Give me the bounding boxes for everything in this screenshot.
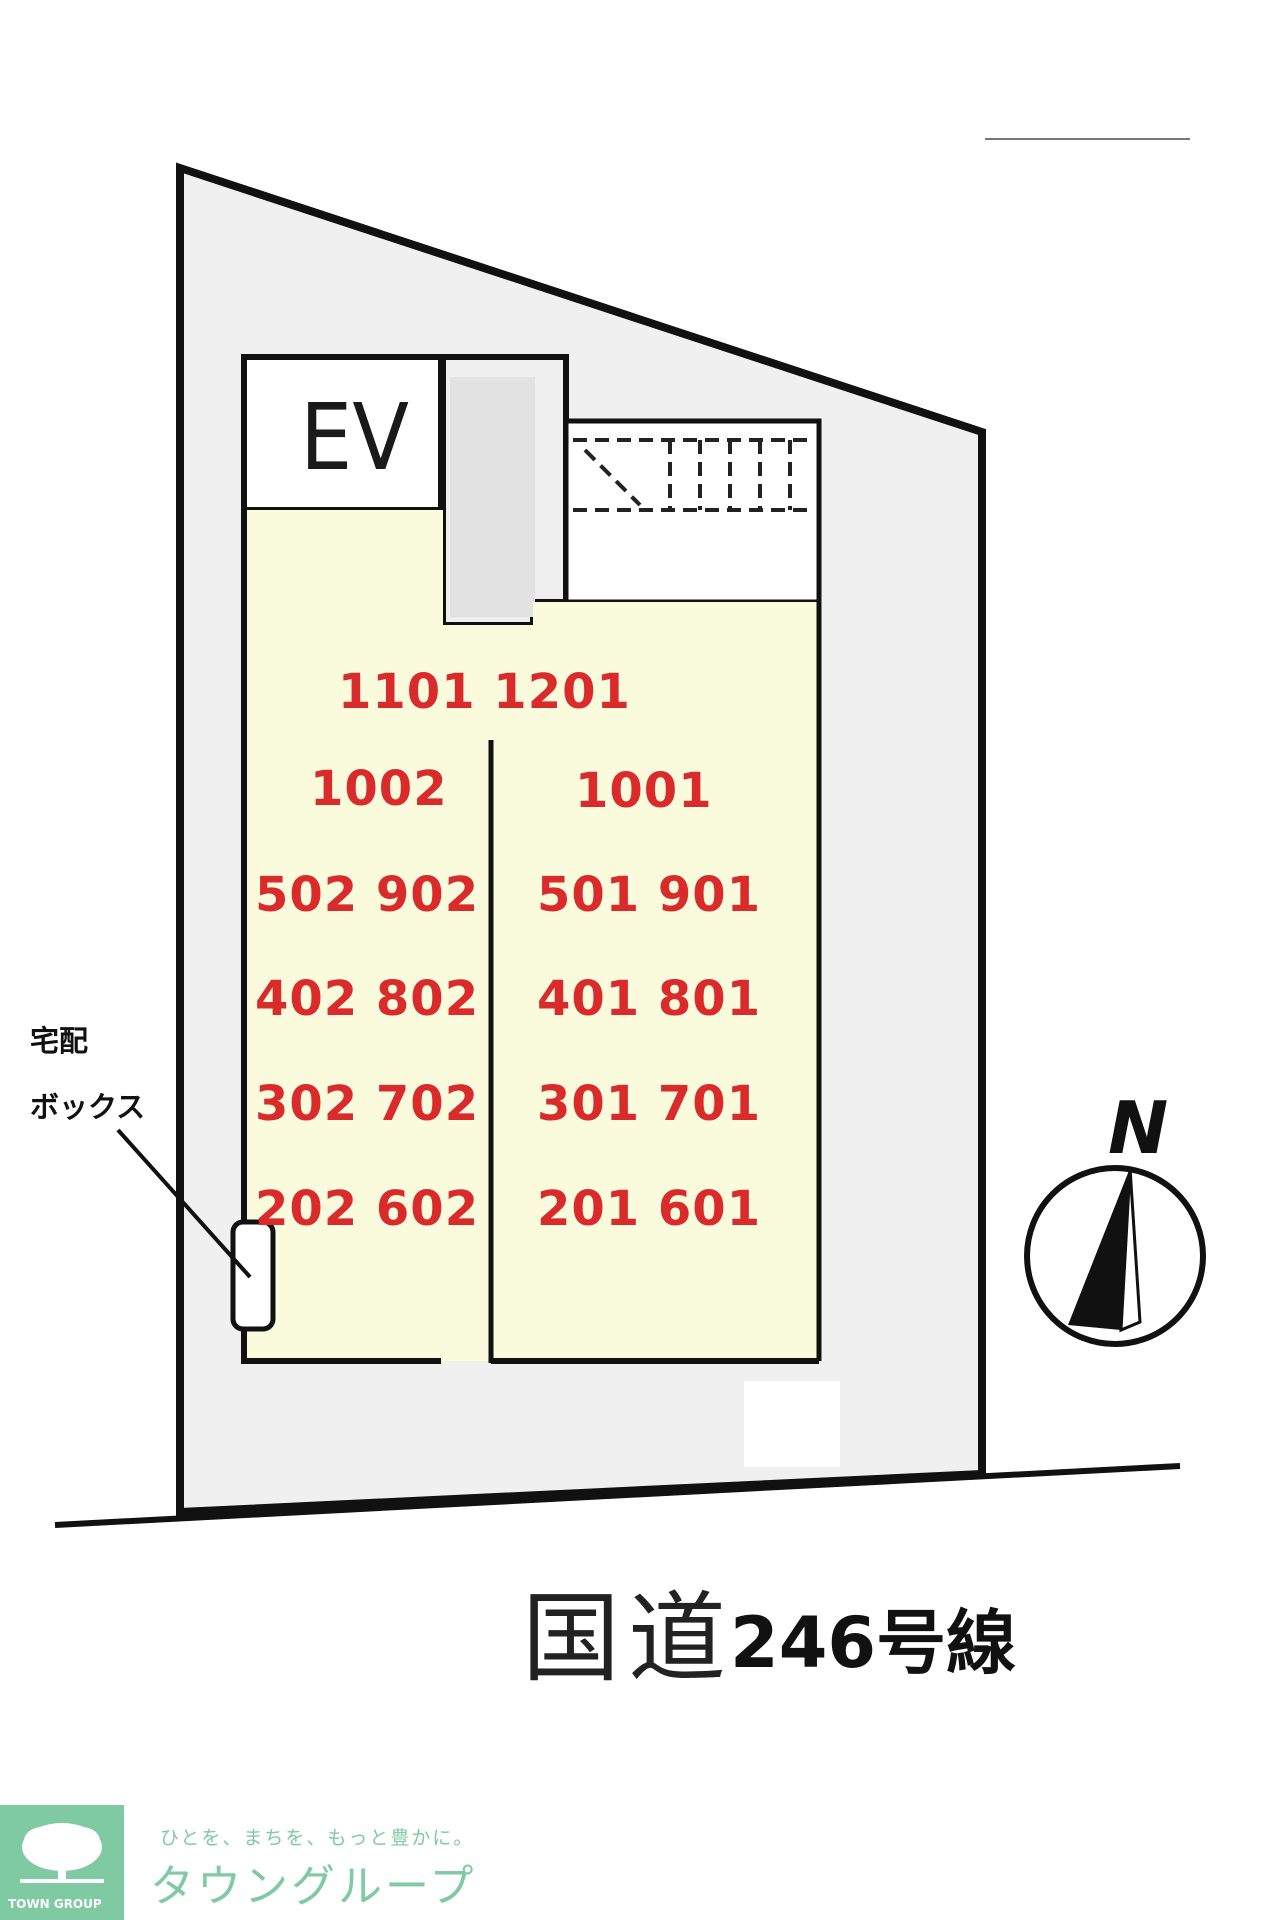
unit-label-right-3: 401 801 [537,971,762,1027]
brand-name: タウングループ [150,1861,477,1912]
unit-label-left-5: 202 602 [255,1181,480,1237]
building-footprint [244,510,819,1361]
road-name-kanji: 国道 [522,1582,735,1696]
unit-label-left-3: 402 802 [255,971,480,1027]
tree-icon [20,1823,104,1883]
unit-label-left-2: 502 902 [255,867,480,923]
unit-label-left-4: 302 702 [255,1076,480,1132]
logo: TOWN GROUP [0,1805,124,1920]
unit-label-right-1: 1001 [575,763,713,819]
elevator-label: EV [300,384,409,491]
unit-label-right-4: 301 701 [537,1076,762,1132]
unit-label-right-5: 201 601 [537,1181,762,1237]
delivery-box-label-line2: ボックス [30,1090,146,1124]
unit-label-top-row: 1101 1201 [338,664,631,720]
road-name-number: 246号線 [730,1602,1017,1684]
unit-label-right-2: 501 901 [537,867,762,923]
stairs-hatching [573,438,812,512]
delivery-box [230,1219,276,1332]
compass [1024,1165,1206,1347]
brand-tagline: ひとを、まちを、もっと豊かに。 [160,1827,475,1849]
footer-branding: TOWN GROUP ひとを、まちを、もっと豊かに。 タウングループ [0,1805,1280,1920]
logo-text: TOWN GROUP [8,1897,102,1911]
delivery-box-label-line1: 宅配 [30,1024,89,1058]
road-edge [54,1463,1181,1528]
unit-label-left-1: 1002 [310,761,448,817]
delivery-leader-line [116,1128,252,1279]
compass-needle [1068,1168,1130,1330]
compass-north-label: N [1108,1086,1169,1170]
